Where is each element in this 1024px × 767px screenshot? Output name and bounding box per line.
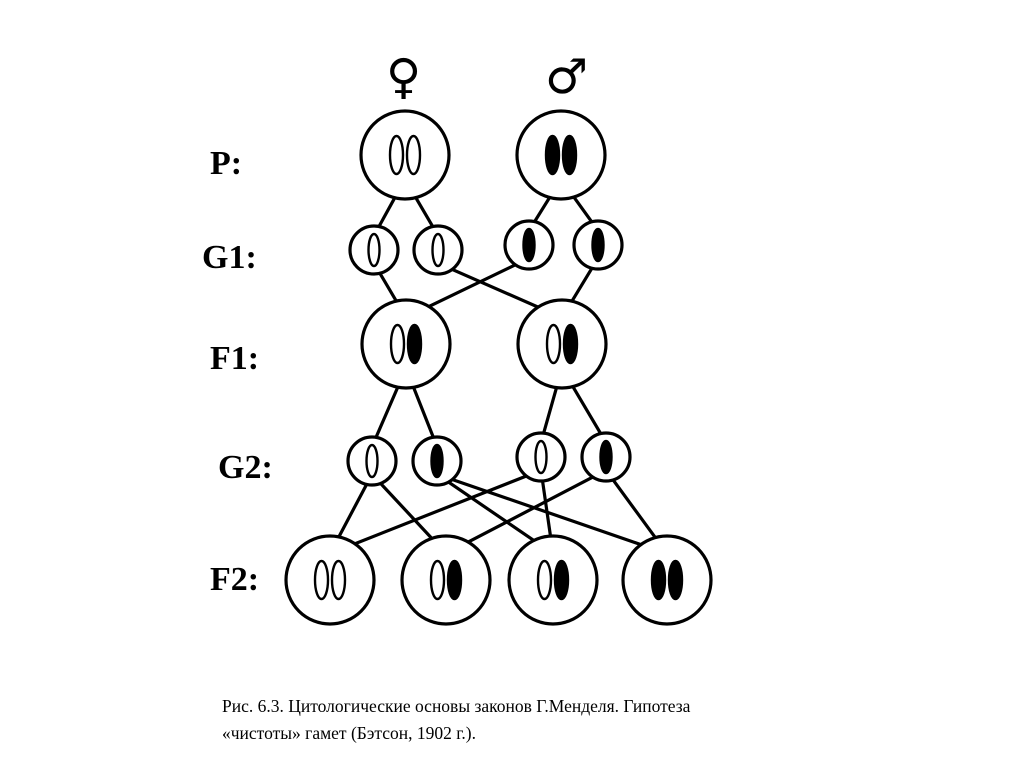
recessive-allele-chromosome xyxy=(536,559,553,601)
cell-p-male xyxy=(515,109,607,201)
recessive-allele-chromosome xyxy=(330,559,347,601)
cell-f1-2 xyxy=(516,298,608,390)
cell-f2-1 xyxy=(284,534,376,626)
caption-line-1: Рис. 6.3. Цитологические основы законов … xyxy=(222,696,691,716)
recessive-allele-chromosome xyxy=(545,323,562,365)
female-symbol-icon: ♀ xyxy=(386,49,421,105)
cells xyxy=(284,109,713,626)
cell-g2-1 xyxy=(346,435,398,487)
cell-g2-3 xyxy=(515,431,567,483)
figure-caption: Рис. 6.3. Цитологические основы законов … xyxy=(222,693,822,747)
cell-outline xyxy=(284,534,376,626)
cell-f1-1 xyxy=(360,298,452,390)
generation-label-f2: F2: xyxy=(210,561,259,598)
dominant-allele-chromosome xyxy=(562,323,579,365)
cell-outline xyxy=(621,534,713,626)
cell-g2-4 xyxy=(580,431,632,483)
dominant-allele-chromosome xyxy=(650,559,667,601)
recessive-allele-chromosome xyxy=(367,232,381,268)
generation-labels: P: G1: F1: G2: F2: xyxy=(202,145,273,598)
cell-g1-2 xyxy=(412,224,464,276)
dominant-allele-chromosome xyxy=(561,134,578,176)
dominant-allele-chromosome xyxy=(406,323,423,365)
cell-f2-3 xyxy=(507,534,599,626)
cell-outline xyxy=(516,298,608,390)
male-symbol-icon: ♂ xyxy=(545,49,588,105)
dominant-allele-chromosome xyxy=(667,559,684,601)
dominant-allele-chromosome xyxy=(544,134,561,176)
cell-outline xyxy=(360,298,452,390)
connection-line-g2-3-to-f2-1 xyxy=(328,468,543,556)
recessive-allele-chromosome xyxy=(405,134,422,176)
connection-line-g2-2-to-f2-4 xyxy=(435,472,669,556)
recessive-allele-chromosome xyxy=(429,559,446,601)
dominant-allele-chromosome xyxy=(430,443,444,479)
recessive-allele-chromosome xyxy=(388,134,405,176)
sex-symbols: ♀ ♂ xyxy=(386,49,588,105)
generation-label-p: P: xyxy=(210,145,242,182)
cell-g1-1 xyxy=(348,224,400,276)
recessive-allele-chromosome xyxy=(534,439,548,475)
cell-outline xyxy=(515,109,607,201)
generation-label-g1: G1: xyxy=(202,239,257,276)
dominant-allele-chromosome xyxy=(446,559,463,601)
connection-line-g2-4-to-f2-2 xyxy=(444,468,608,556)
recessive-allele-chromosome xyxy=(313,559,330,601)
cell-p-female xyxy=(359,109,451,201)
cell-outline xyxy=(359,109,451,201)
dominant-allele-chromosome xyxy=(522,227,536,263)
recessive-allele-chromosome xyxy=(389,323,406,365)
generation-label-g2: G2: xyxy=(218,449,273,486)
cell-outline xyxy=(400,534,492,626)
caption-line-2: «чистоты» гамет (Бэтсон, 1902 г.). xyxy=(222,723,476,743)
generation-label-f1: F1: xyxy=(210,340,259,377)
cell-outline xyxy=(507,534,599,626)
recessive-allele-chromosome xyxy=(431,232,445,268)
dominant-allele-chromosome xyxy=(553,559,570,601)
dominant-allele-chromosome xyxy=(599,439,613,475)
cell-g1-4 xyxy=(572,219,624,271)
recessive-allele-chromosome xyxy=(365,443,379,479)
cell-f2-2 xyxy=(400,534,492,626)
dominant-allele-chromosome xyxy=(591,227,605,263)
cell-f2-4 xyxy=(621,534,713,626)
cell-g1-3 xyxy=(503,219,555,271)
cell-g2-2 xyxy=(411,435,463,487)
